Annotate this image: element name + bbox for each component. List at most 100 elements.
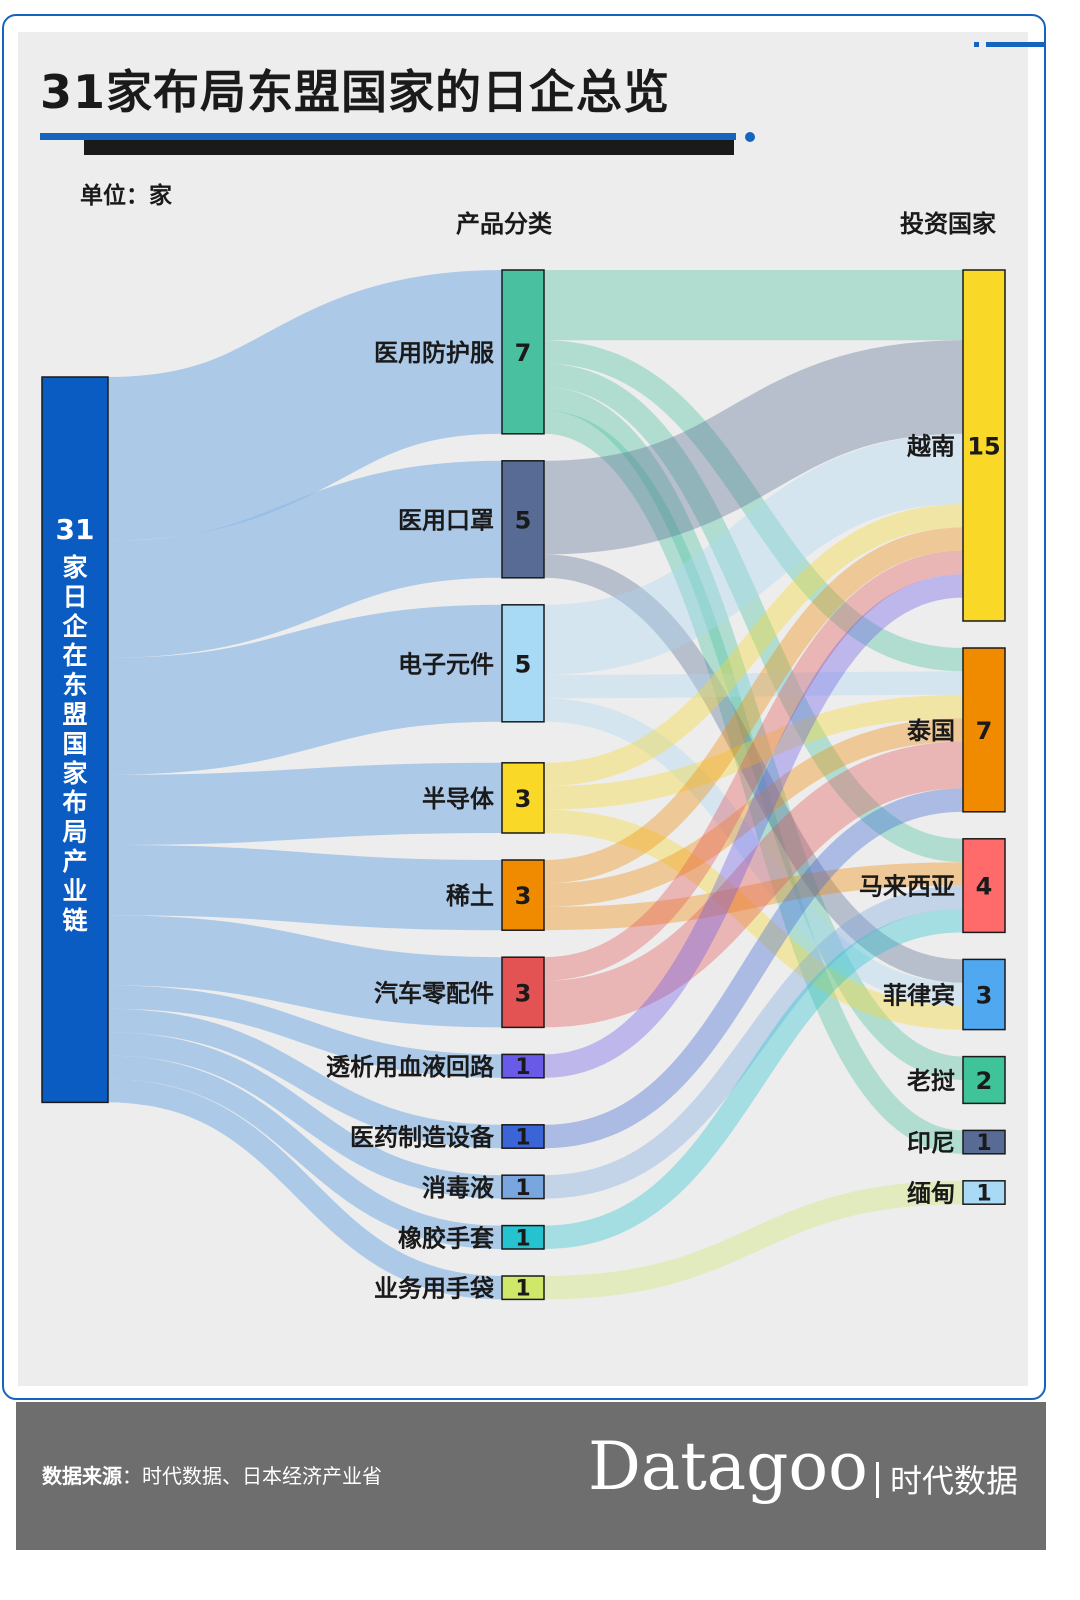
link-flow-6 bbox=[543, 554, 964, 983]
link-flow-19 bbox=[543, 788, 964, 1149]
link-flow-10 bbox=[543, 504, 964, 787]
product-node-0 bbox=[501, 269, 545, 435]
source-node-label-char: 企 bbox=[62, 612, 88, 641]
source-node bbox=[41, 376, 109, 1104]
country-value: 1 bbox=[976, 1182, 991, 1207]
link-source-2 bbox=[107, 604, 503, 775]
link-flow-7 bbox=[543, 433, 964, 675]
link-source-10 bbox=[107, 1079, 503, 1300]
product-label: 汽车零配件 bbox=[374, 979, 494, 1007]
country-value: 1 bbox=[976, 1131, 991, 1156]
country-node-1 bbox=[962, 647, 1006, 813]
country-node-5 bbox=[962, 1129, 1006, 1155]
link-flow-20 bbox=[543, 885, 964, 1199]
source-links bbox=[106, 270, 504, 1300]
link-source-6 bbox=[107, 985, 503, 1078]
country-label: 越南 bbox=[907, 433, 955, 461]
title-underline-dark bbox=[84, 140, 734, 155]
product-node-1 bbox=[501, 460, 545, 579]
product-value: 1 bbox=[515, 1055, 530, 1080]
product-label: 半导体 bbox=[422, 785, 495, 813]
link-source-9 bbox=[107, 1055, 503, 1249]
link-source-4 bbox=[107, 845, 503, 931]
data-source-text: ：时代数据、日本经济产业省 bbox=[122, 1464, 382, 1488]
source-node-label-char: 日 bbox=[62, 582, 87, 611]
product-value: 1 bbox=[515, 1126, 530, 1151]
product-node-3 bbox=[501, 762, 545, 834]
product-value: 3 bbox=[515, 882, 532, 910]
link-flow-12 bbox=[543, 809, 964, 1030]
country-node-0 bbox=[962, 269, 1006, 622]
link-source-0 bbox=[106, 270, 504, 541]
source-node-label-char: 在 bbox=[62, 641, 87, 670]
source-node-label-char: 家 bbox=[62, 553, 87, 582]
link-flow-21 bbox=[543, 909, 964, 1249]
product-node-10 bbox=[501, 1275, 545, 1301]
country-label: 马来西亚 bbox=[859, 873, 955, 901]
country-label: 泰国 bbox=[907, 717, 955, 745]
data-source-label: 数据来源 bbox=[42, 1464, 122, 1488]
source-node-label-char: 东 bbox=[62, 671, 87, 700]
link-flow-17 bbox=[543, 741, 964, 1028]
link-flow-2 bbox=[543, 363, 964, 863]
product-value: 3 bbox=[515, 785, 532, 813]
source-node-label-char: 布 bbox=[62, 788, 87, 817]
country-label: 老挝 bbox=[907, 1067, 956, 1095]
country-label: 菲律宾 bbox=[883, 982, 955, 1010]
product-value: 3 bbox=[515, 979, 532, 1007]
link-source-5 bbox=[107, 915, 503, 1028]
country-value: 4 bbox=[976, 873, 993, 901]
product-label: 医用口罩 bbox=[398, 506, 494, 534]
source-node-label-char: 局 bbox=[62, 818, 87, 847]
source-node-label-char: 链 bbox=[62, 906, 87, 935]
product-label: 橡胶手套 bbox=[398, 1224, 495, 1252]
product-node-5 bbox=[501, 956, 545, 1029]
country-value: 15 bbox=[967, 433, 1000, 461]
title-underline-blue bbox=[40, 133, 736, 140]
product-node-8 bbox=[501, 1174, 545, 1200]
link-flow-3 bbox=[543, 387, 964, 1080]
link-flow-11 bbox=[543, 694, 964, 810]
link-flow-18 bbox=[543, 574, 964, 1078]
products-column-header: 产品分类 bbox=[456, 210, 552, 238]
title-decor bbox=[40, 42, 1044, 155]
product-label: 业务用手袋 bbox=[374, 1275, 495, 1303]
country-value: 3 bbox=[976, 982, 993, 1010]
link-flow-22 bbox=[543, 1180, 964, 1300]
product-node-2 bbox=[501, 604, 545, 723]
product-label: 透析用血液回路 bbox=[326, 1053, 495, 1081]
product-label: 消毒液 bbox=[422, 1174, 494, 1202]
product-node-7 bbox=[501, 1124, 545, 1149]
product-label: 医药制造设备 bbox=[350, 1124, 495, 1152]
link-source-7 bbox=[107, 1008, 503, 1149]
link-flow-4 bbox=[543, 410, 964, 1154]
link-flow-16 bbox=[543, 550, 964, 981]
source-node-label-char: 国 bbox=[62, 729, 87, 758]
link-flow-5 bbox=[543, 340, 964, 555]
product-value: 7 bbox=[515, 339, 532, 367]
countries-column-header: 投资国家 bbox=[900, 210, 996, 238]
source-node-label-char: 家 bbox=[62, 759, 87, 788]
brand-name-cn: 时代数据 bbox=[890, 1462, 1019, 1500]
corner-line bbox=[986, 42, 1044, 47]
link-source-1 bbox=[107, 460, 503, 658]
unit-label: 单位：家 bbox=[80, 183, 172, 209]
product-label: 电子元件 bbox=[398, 650, 494, 678]
title-underline-dot bbox=[745, 132, 755, 142]
country-value: 7 bbox=[976, 717, 993, 745]
product-label: 医用防护服 bbox=[374, 339, 495, 367]
product-node-9 bbox=[501, 1224, 545, 1250]
corner-dot bbox=[974, 42, 979, 47]
product-value: 1 bbox=[515, 1226, 530, 1251]
product-label: 稀土 bbox=[446, 882, 494, 910]
page-title: 31家布局东盟国家的日企总览 bbox=[40, 65, 671, 119]
link-flow-13 bbox=[543, 527, 964, 884]
product-links bbox=[543, 269, 964, 1300]
source-node-value: 31 bbox=[56, 513, 95, 546]
brand-logo: Datagoo bbox=[588, 1428, 868, 1505]
product-value: 1 bbox=[515, 1176, 530, 1201]
country-value: 2 bbox=[976, 1067, 993, 1095]
country-node-6 bbox=[962, 1180, 1006, 1205]
